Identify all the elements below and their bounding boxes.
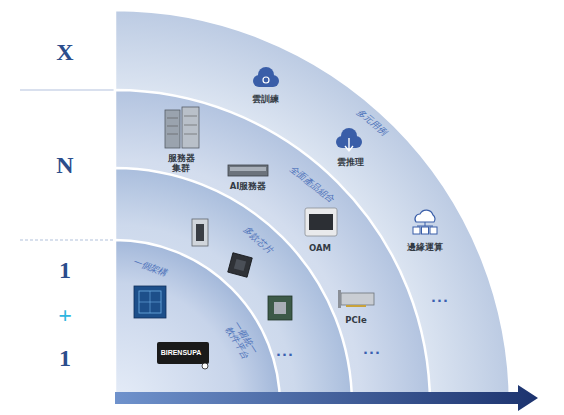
item-label: BIRENSUPA xyxy=(161,349,202,357)
band-outline xyxy=(115,10,510,405)
quarter-band: 服務器 集群AI服務器全面產品組合OAMPCIe...多款芯片...一個架構BI… xyxy=(115,90,430,405)
band-outline xyxy=(115,90,430,405)
band-outline xyxy=(115,240,280,405)
level-label: N xyxy=(56,152,73,179)
ellipsis-label: ... xyxy=(276,345,294,360)
quarter-band: 一個架構BIRENSUPA一個統一 軟件平台 xyxy=(115,240,280,405)
item-label: AI服務器 xyxy=(230,182,267,192)
separator-line xyxy=(20,239,115,241)
item-label: PCIe xyxy=(345,316,366,326)
quarter-band: 雲訓練多元用例雲推理邊緣運算...服務器 集群AI服務器全面產品組合OAMPCI… xyxy=(115,10,510,405)
level-label: + xyxy=(58,302,72,329)
level-label: 1 xyxy=(59,345,71,372)
item-label: OAM xyxy=(309,244,331,254)
item-label: 雲推理 xyxy=(337,158,364,168)
level-label: X xyxy=(56,39,73,66)
separator-line xyxy=(20,89,115,91)
ellipsis-label: ... xyxy=(363,343,381,358)
band-outline xyxy=(115,168,352,405)
ellipsis-label: ... xyxy=(431,291,449,306)
item-label: 邊緣運算 xyxy=(407,243,443,253)
item-label: 雲訓練 xyxy=(252,95,279,105)
level-label: 1 xyxy=(59,257,71,284)
quarter-band: 多款芯片...一個架構BIRENSUPA一個統一 軟件平台 xyxy=(115,168,352,405)
item-label: 服務器 集群 xyxy=(164,154,198,174)
